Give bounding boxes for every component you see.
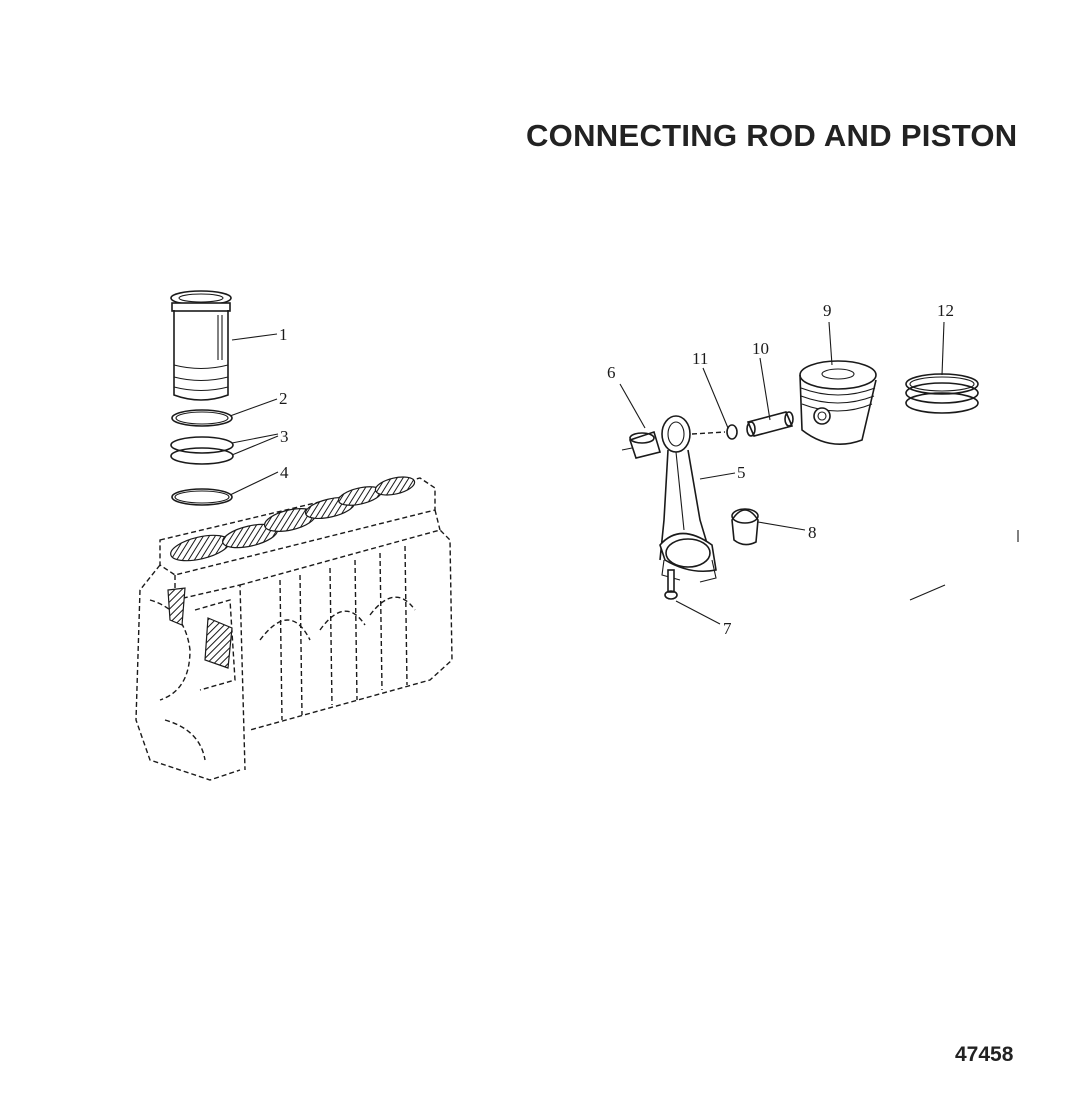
callout-6: 6 [607, 363, 616, 382]
callout-11: 11 [692, 349, 708, 368]
big-end-bearing [731, 508, 759, 546]
piston-pin [746, 411, 794, 437]
connecting-rod [659, 415, 717, 583]
callout-1: 1 [279, 325, 288, 344]
callout-2: 2 [279, 389, 288, 408]
page-title: CONNECTING ROD AND PISTON [526, 118, 1018, 153]
small-end-bushing [621, 430, 662, 459]
callout-12: 12 [937, 301, 954, 320]
cylinder-liner [170, 290, 232, 401]
piston-rings [905, 373, 979, 414]
liner-seal-rings [170, 409, 234, 506]
snap-ring [726, 424, 738, 440]
callout-5: 5 [737, 463, 746, 482]
leader-lines [229, 321, 945, 625]
callout-4: 4 [280, 463, 289, 482]
rod-bolt [664, 569, 678, 600]
callout-7: 7 [723, 619, 732, 638]
callout-numbers: 1 2 3 4 5 6 7 8 9 10 11 12 [279, 301, 954, 638]
engine-block [135, 476, 453, 781]
callout-3: 3 [280, 427, 289, 446]
callout-9: 9 [823, 301, 832, 320]
piston [799, 360, 877, 446]
figure-number: 47458 [955, 1043, 1014, 1066]
callout-8: 8 [808, 523, 817, 542]
callout-10: 10 [752, 339, 769, 358]
